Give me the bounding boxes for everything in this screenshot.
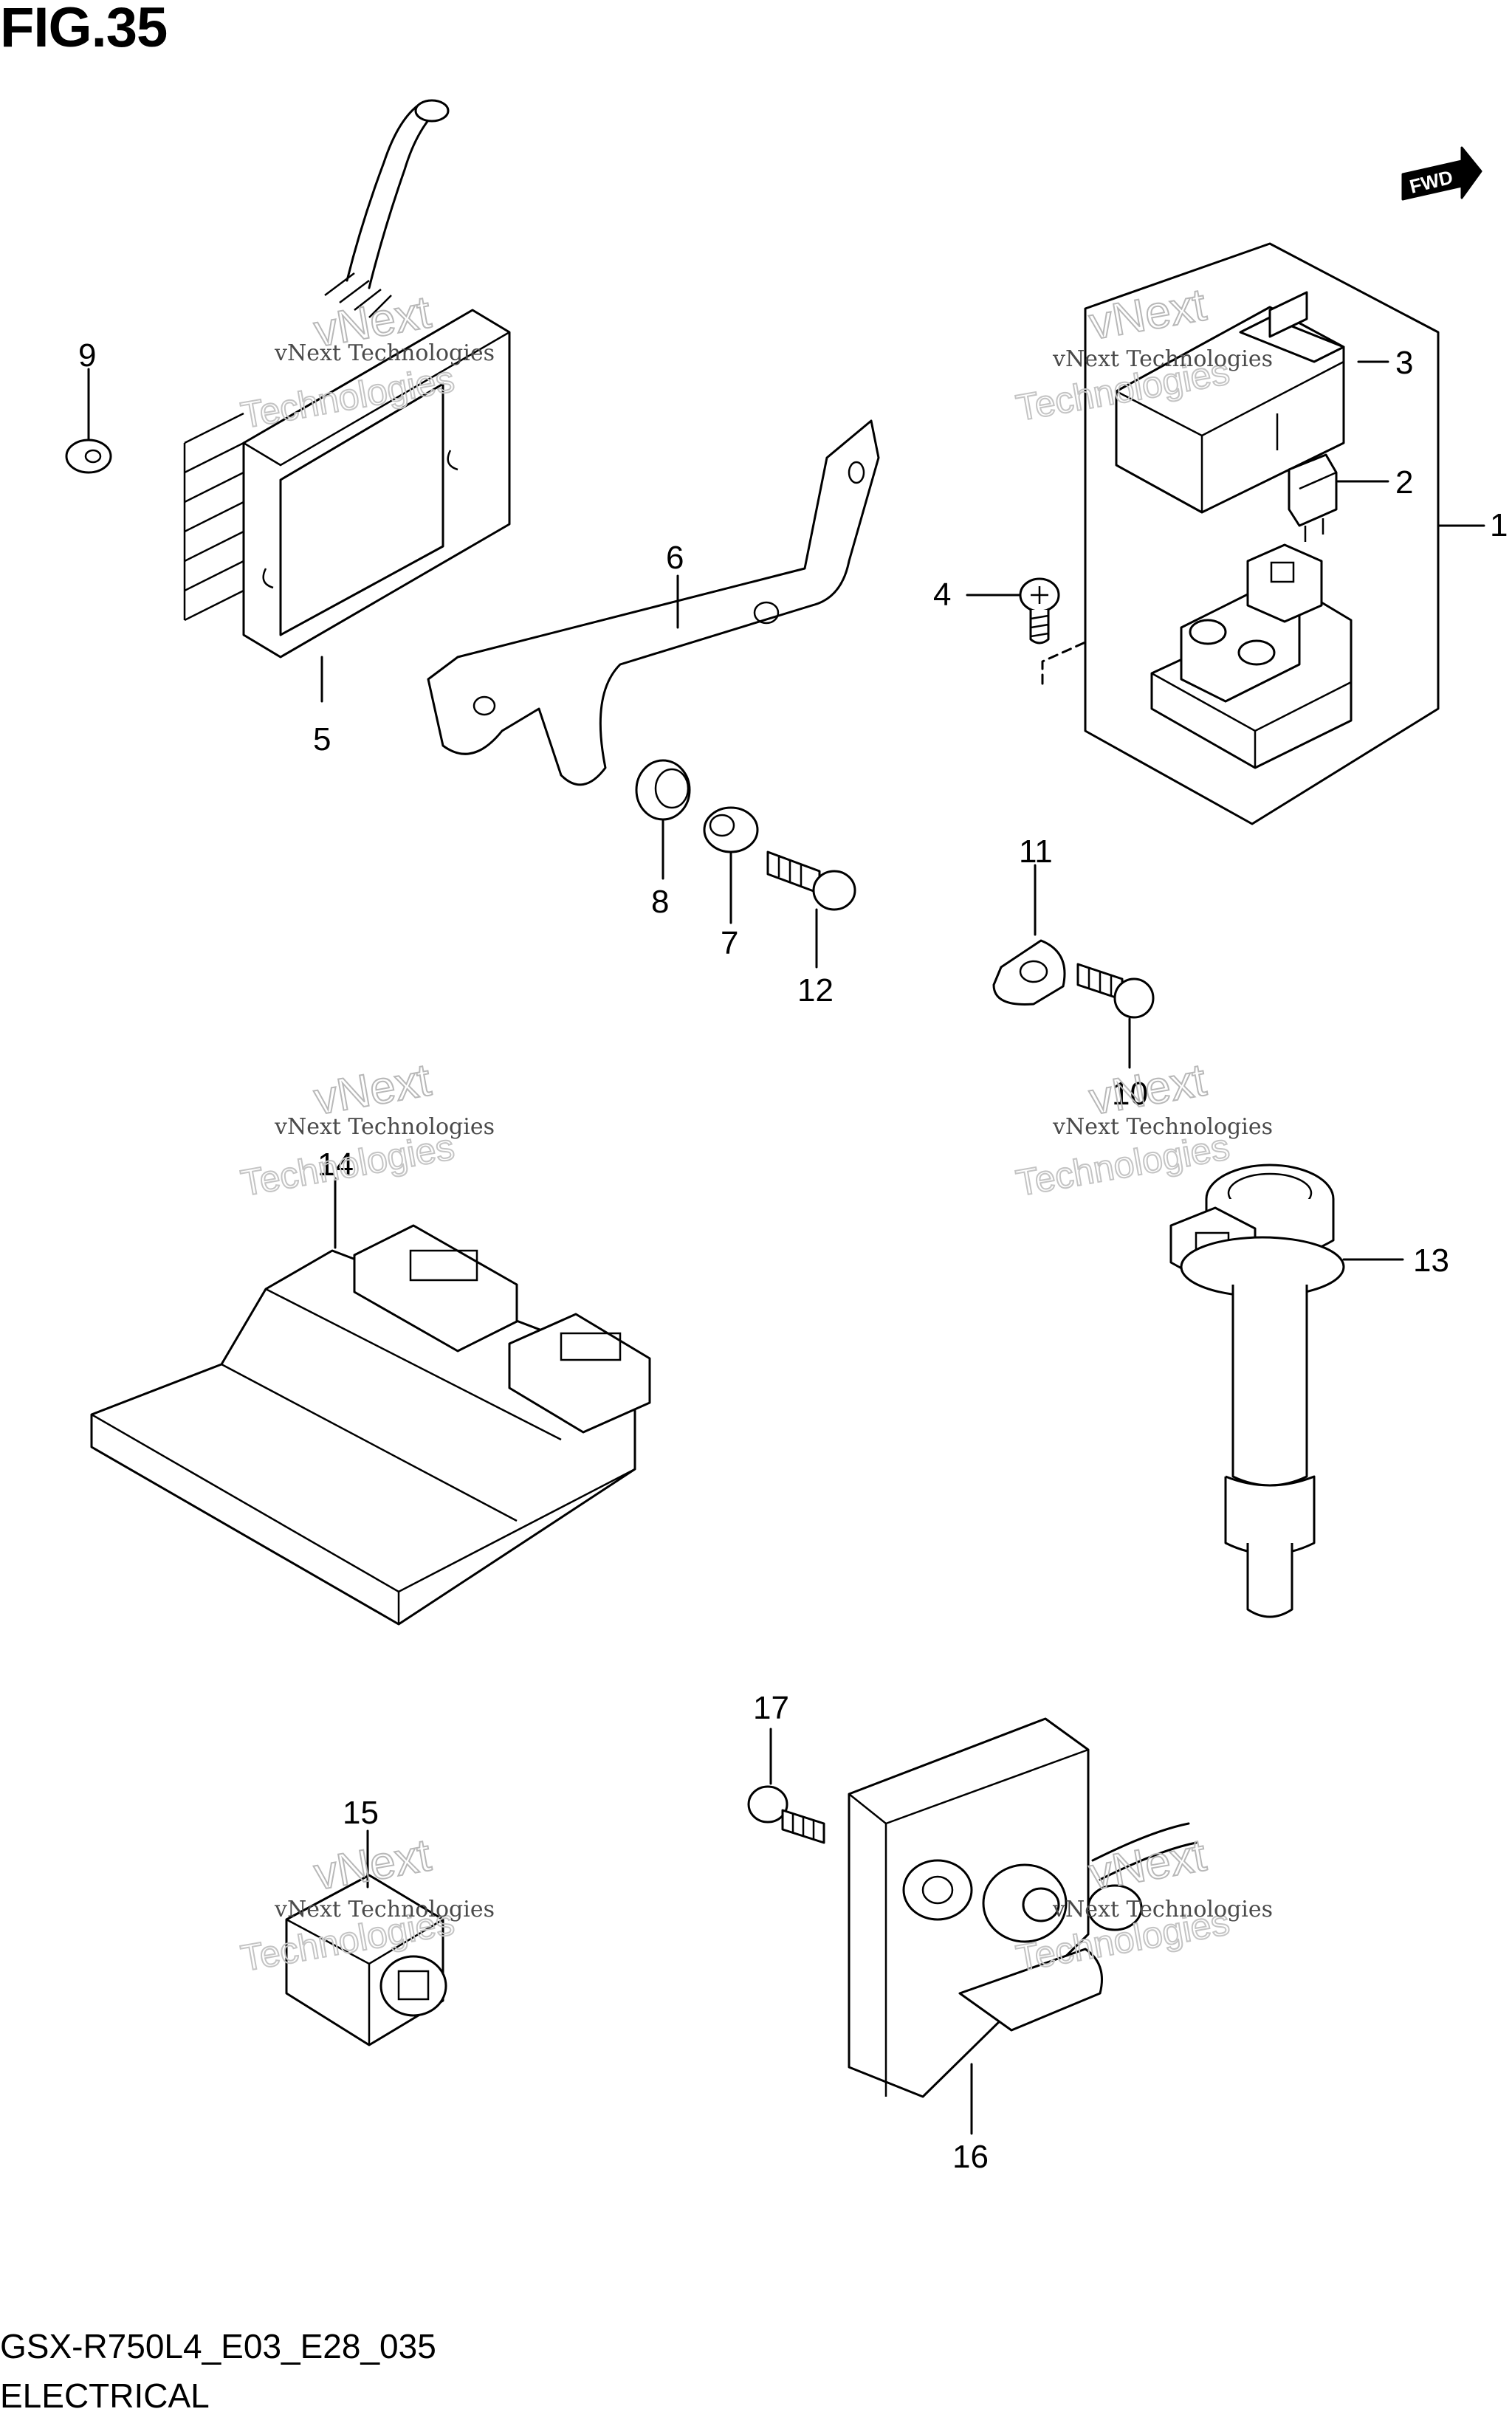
part-16-sensor-actuator <box>848 1717 1197 2135</box>
svg-text:vNext Technologies: vNext Technologies <box>1052 346 1273 372</box>
part-2-fuse <box>1288 453 1389 542</box>
callout-4: 4 <box>933 577 951 613</box>
part-5-regulator-rectifier <box>183 99 511 703</box>
callout-1: 1 <box>1490 507 1508 543</box>
part-15-connector <box>285 1829 447 2046</box>
part-13-ignition-coil <box>1169 1164 1404 1618</box>
part-12-bolt <box>766 850 856 969</box>
part-4-screw <box>966 577 1060 645</box>
callout-6: 6 <box>666 540 684 576</box>
svg-text:vNext Technologies: vNext Technologies <box>1052 1897 1273 1922</box>
svg-text:vNext Technologies: vNext Technologies <box>274 1114 495 1140</box>
callout-5: 5 <box>313 721 331 757</box>
part-14-ecm <box>90 1177 651 1626</box>
part-10-bolt <box>1076 963 1155 1069</box>
fwd-arrow-icon: FWD <box>1401 146 1482 201</box>
part-6-bracket <box>427 419 880 786</box>
callout-15: 15 <box>343 1795 379 1831</box>
callout-13: 13 <box>1413 1243 1449 1279</box>
callout-10: 10 <box>1112 1076 1148 1112</box>
part-8-grommet <box>635 759 691 880</box>
part-1-starter-relay-body <box>1041 543 1353 769</box>
callout-12: 12 <box>797 972 834 1008</box>
part-17-bolt <box>747 1728 825 1844</box>
svg-text:vNext: vNext <box>310 1829 434 1900</box>
part-9-nut <box>65 368 112 474</box>
part-11-clamp <box>992 864 1066 1006</box>
callout-9: 9 <box>78 337 96 374</box>
svg-text:vNext Technologies: vNext Technologies <box>1052 1114 1273 1140</box>
part-3-relay-cover <box>1115 291 1389 514</box>
svg-text:vNext Technologies: vNext Technologies <box>274 1897 495 1922</box>
callout-16: 16 <box>952 2139 989 2175</box>
callout-7: 7 <box>721 925 738 961</box>
part-7-collar <box>703 806 759 924</box>
figure-code: GSX-R750L4_E03_E28_035 <box>0 2327 436 2365</box>
callout-17: 17 <box>753 1690 789 1726</box>
callout-2: 2 <box>1395 464 1413 501</box>
callout-3: 3 <box>1395 345 1413 381</box>
figure-name: ELECTRICAL <box>0 2376 210 2415</box>
callout-14: 14 <box>317 1147 354 1183</box>
watermark-5: vNext Technologies vNext Technologies <box>237 1829 495 1980</box>
svg-text:vNext: vNext <box>1085 1829 1209 1900</box>
callout-8: 8 <box>651 884 669 920</box>
figure-title: FIG.35 <box>0 0 168 59</box>
watermark-3: vNext Technologies vNext Technologies <box>237 1054 495 1205</box>
callout-11: 11 <box>1019 834 1053 870</box>
part-1-assembly-box <box>1084 242 1485 825</box>
svg-text:vNext: vNext <box>1085 279 1209 349</box>
svg-text:vNext Technologies: vNext Technologies <box>274 340 495 366</box>
